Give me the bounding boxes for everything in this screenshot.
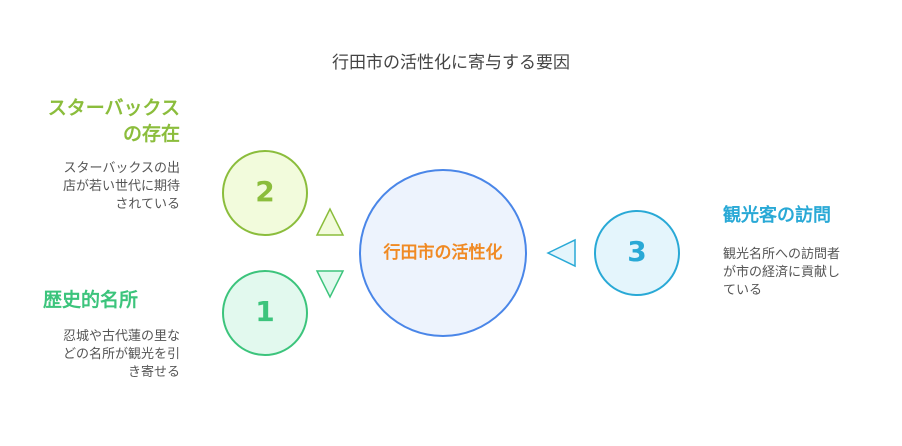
factor-number-2: 2	[255, 175, 275, 208]
factor-3-desc-line: 観光名所への訪問者	[723, 247, 841, 262]
factor-3-desc-line: ている	[723, 283, 763, 298]
arrow-left-icon	[546, 238, 576, 268]
factor-1-desc-line: どの名所が観光を引	[62, 347, 180, 362]
factor-2-desc-line: 店が若い世代に期待	[62, 179, 180, 194]
arrow-down-icon	[315, 270, 345, 299]
factor-circle-3	[594, 210, 680, 296]
diagram-title: 行田市の活性化に寄与する要因	[332, 53, 570, 73]
factor-2-desc-line: されている	[115, 197, 180, 212]
factor-number-3: 3	[627, 235, 647, 268]
factor-circle-1	[222, 270, 308, 356]
factor-2-heading-line2: の存在	[122, 123, 180, 145]
center-circle	[359, 169, 527, 337]
factor-1-heading: 歴史的名所	[43, 289, 139, 311]
factor-2-heading-line1: スターバックス	[47, 97, 180, 119]
center-label: 行田市の活性化	[383, 243, 503, 263]
factor-circle-2	[222, 150, 308, 236]
factor-3-desc-line: が市の経済に貢献し	[723, 265, 841, 280]
factor-3-heading: 観光客の訪問	[723, 205, 831, 226]
factor-2-desc-line: スターバックスの出	[63, 161, 180, 176]
arrow-up-icon	[315, 207, 345, 236]
factor-number-1: 1	[255, 295, 275, 328]
factor-1-desc-line: 忍城や古代蓮の里な	[62, 329, 180, 344]
factor-1-desc-line: き寄せる	[127, 365, 180, 380]
